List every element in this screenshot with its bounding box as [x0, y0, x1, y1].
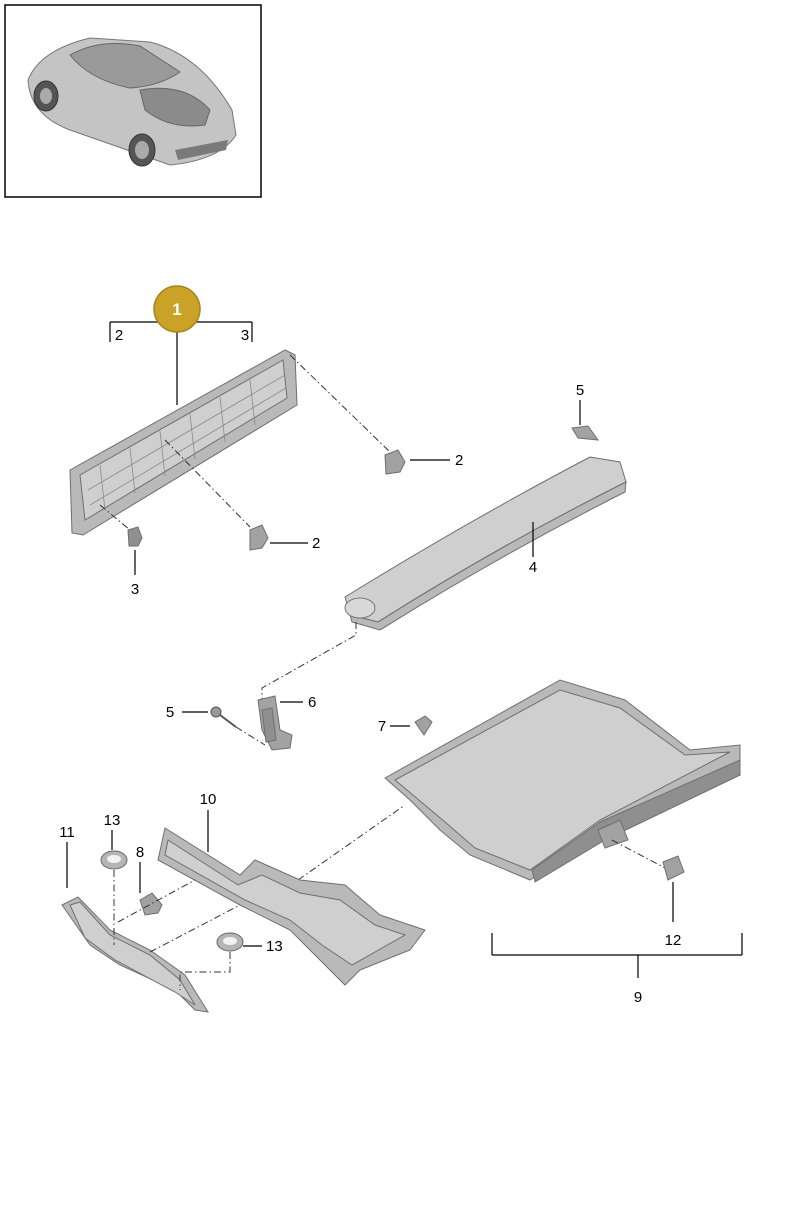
clip-upper-label: 2: [455, 452, 463, 469]
carpet-part-label: 10: [200, 791, 217, 808]
carpet-part: [157, 827, 426, 986]
grommet-clip-label: 8: [136, 844, 144, 861]
assembly-callout: 1 2 3: [109, 285, 253, 405]
trim-panel: [69, 349, 298, 536]
grommet-top: [100, 850, 128, 870]
grommet-bottom: [216, 932, 244, 952]
clip-top: [571, 425, 600, 441]
clip-lower-label: 2: [312, 535, 320, 552]
bracket: [257, 695, 293, 751]
rivet: [414, 715, 433, 736]
clip-right: [662, 855, 685, 881]
clip-top-label: 5: [576, 382, 584, 399]
grommet-bottom-label: 13: [266, 938, 283, 955]
screw-label: 5: [166, 704, 174, 721]
floor-mat-label: 9: [634, 989, 642, 1006]
floor-mat-bracket: [491, 933, 743, 978]
sub-item-left-label: 2: [115, 327, 123, 344]
grommet-top-label: 13: [104, 812, 121, 829]
clip-lower: [249, 524, 269, 551]
bracket-label: 6: [308, 694, 316, 711]
assembly-badge: [153, 285, 201, 333]
vehicle-thumbnail: [4, 4, 262, 198]
side-trim-label: 11: [59, 824, 75, 841]
clip-small-label: 3: [131, 581, 139, 598]
car-illustration: [27, 37, 237, 167]
side-trim: [61, 896, 209, 1013]
sub-item-right-label: 3: [241, 327, 249, 344]
clip-upper: [384, 449, 406, 475]
trim-strip-label: 4: [529, 559, 537, 576]
trim-strip: [344, 456, 627, 631]
assembly-number: 1: [172, 300, 181, 319]
clip-right-label: 12: [665, 932, 682, 949]
clip-small: [127, 526, 143, 547]
screw: [210, 706, 237, 728]
rivet-label: 7: [378, 718, 386, 735]
grommet-clip: [139, 892, 163, 916]
floor-mat: [384, 679, 741, 883]
